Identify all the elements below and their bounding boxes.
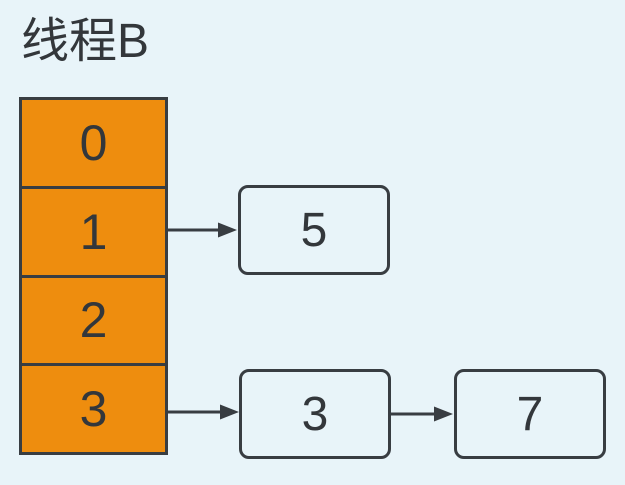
arrow-cell3-to-node3 [166,404,239,420]
array-cell-label: 0 [79,114,108,171]
array-cell-label: 1 [79,203,108,260]
array-cell-3: 3 [22,363,165,452]
node-7: 7 [454,369,606,459]
node-5: 5 [238,185,390,275]
array-cell-2: 2 [22,274,165,364]
array-cell-label: 2 [79,292,108,349]
array-cell-label: 3 [79,381,108,438]
array-cell-1: 1 [22,185,165,275]
node-value: 7 [516,387,544,441]
node-value: 3 [301,387,329,441]
node-3: 3 [239,369,391,459]
array-cell-0: 0 [22,100,165,186]
arrow-cell1-to-node5 [166,222,237,238]
node-value: 5 [300,203,328,257]
diagram-title: 线程B [21,15,150,68]
array-column: 0 1 2 3 [19,97,168,455]
arrow-node3-to-node7 [388,406,453,422]
